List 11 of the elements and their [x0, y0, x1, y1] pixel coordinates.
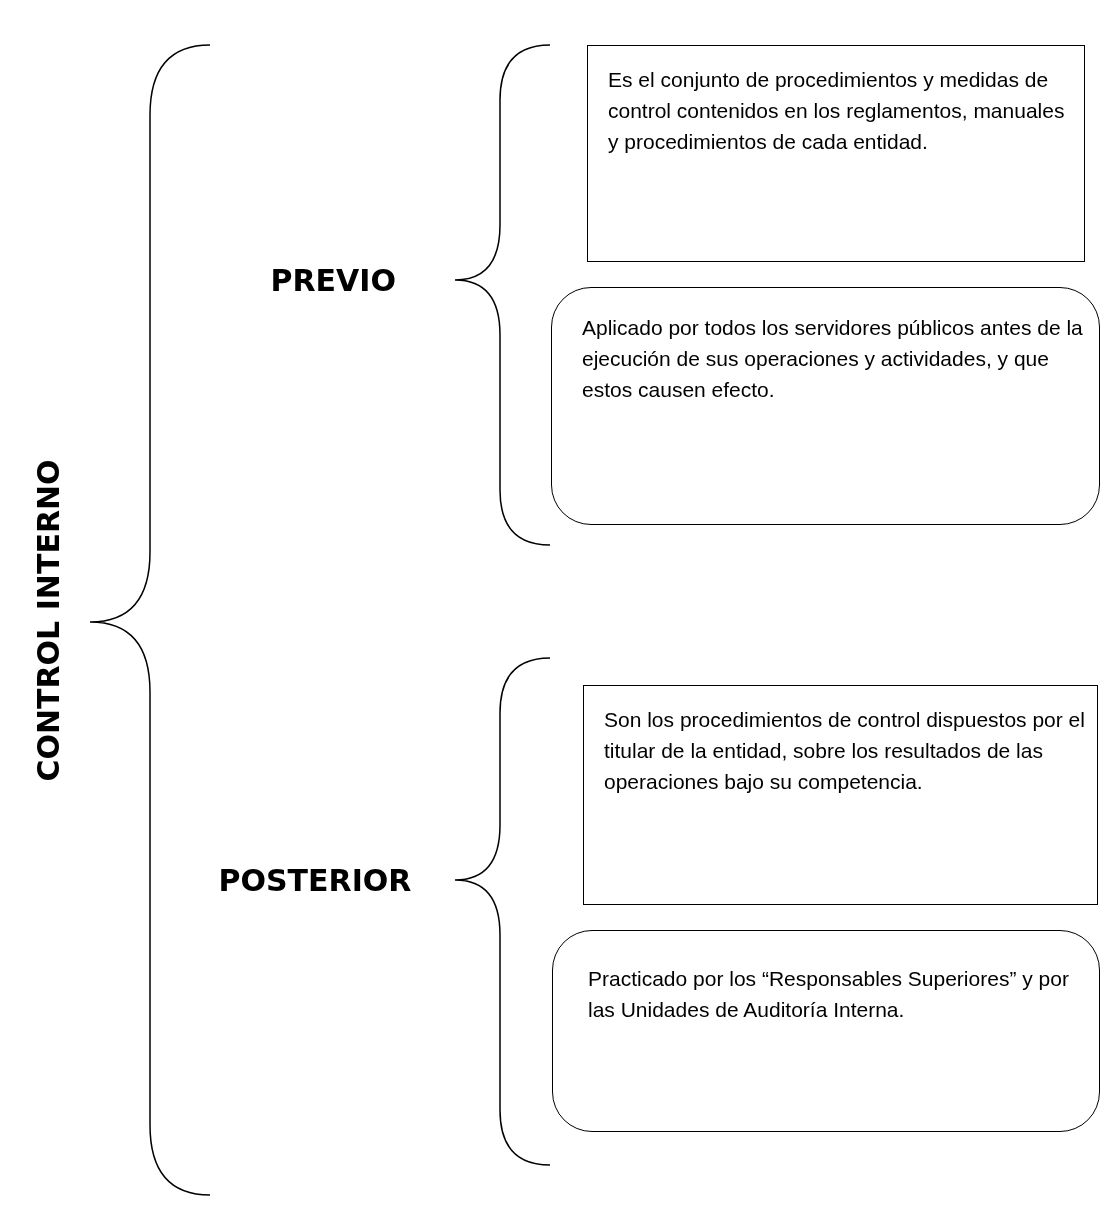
description-text: Aplicado por todos los servidores públicos antes de la ejecución de sus operaciones y actividades, y que estos causen efecto.: [582, 315, 1084, 403]
text-box: [583, 685, 1098, 905]
rounded-text-box: [551, 287, 1100, 525]
description-text: Practicado por los “Responsables Superiores” y por las Unidades de Auditoría Interna.: [588, 966, 1070, 1023]
main-heading: CONTROL INTERNO: [30, 458, 66, 782]
category-label: PREVIO: [270, 262, 396, 298]
description-text: Es el conjunto de procedimientos y medidas de control contenidos en los reglamentos, manuales y procedimientos de cada entidad.: [608, 67, 1066, 155]
rounded-text-box: [552, 930, 1100, 1132]
category-label: POSTERIOR: [218, 862, 412, 898]
description-text: Son los procedimientos de control dispuestos por el titular de la entidad, sobre los resultados de las operaciones bajo su competencia.: [604, 707, 1086, 795]
text-box: [587, 45, 1085, 262]
